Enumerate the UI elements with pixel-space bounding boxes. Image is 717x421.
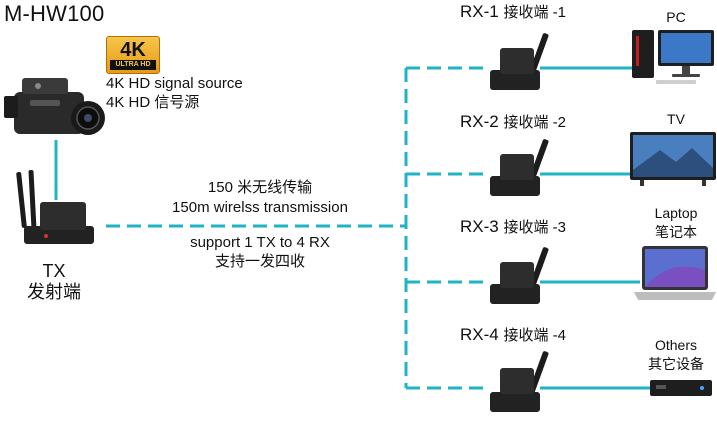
rx-device-icon-4 — [490, 351, 549, 412]
device-2-label: TV — [667, 111, 685, 127]
4k-badge-sub: ULTRA HD — [110, 60, 156, 70]
device-4-label-en: Others — [654, 337, 697, 353]
device-3-label-en: Laptop — [654, 205, 698, 221]
device-3-label-cn: 笔记本 — [655, 224, 697, 240]
rx-4-label: RX-4 接收端 -4 — [460, 325, 566, 345]
rx-3-label: RX-3 接收端 -3 — [460, 217, 566, 237]
rx-2-id: RX-2 — [460, 112, 499, 131]
device-4-label-cn: 其它设备 — [648, 356, 704, 372]
source-label-cn: 4K HD 信号源 — [106, 94, 200, 111]
laptop-icon — [634, 246, 716, 300]
rx-2-cn: 接收端 -2 — [503, 114, 566, 131]
rx-device-icon-1 — [490, 33, 549, 90]
camera-icon — [4, 78, 105, 135]
device-1-label: PC — [666, 9, 686, 25]
distance-label-cn: 150 米无线传输 — [207, 179, 313, 196]
rx-3-id: RX-3 — [460, 217, 499, 236]
support-label-cn: 支持一发四收 — [214, 253, 305, 270]
tv-icon — [630, 132, 716, 186]
support-label-en: support 1 TX to 4 RX — [190, 234, 330, 251]
other-device-icon — [650, 380, 712, 396]
distance-label-en: 150m wirelss transmission — [172, 199, 348, 216]
rx-2-label: RX-2 接收端 -2 — [460, 112, 566, 132]
rx-1-label: RX-1 接收端 -1 — [460, 2, 566, 22]
rx-1-cn: 接收端 -1 — [503, 4, 566, 21]
rx-3-cn: 接收端 -3 — [503, 219, 566, 236]
model-title: M-HW100 — [4, 1, 105, 26]
pc-icon — [632, 30, 714, 84]
rx-1-id: RX-1 — [460, 2, 499, 21]
tx-label-en: TX — [42, 261, 66, 281]
rx-device-icon-2 — [490, 139, 549, 196]
tx-device-icon — [16, 169, 94, 244]
tx-label-cn: 发射端 — [27, 282, 81, 302]
rx-device-icon-3 — [490, 247, 549, 304]
4k-badge-main: 4K — [120, 39, 146, 61]
source-label-en: 4K HD signal source — [106, 75, 243, 92]
rx-4-cn: 接收端 -4 — [503, 327, 566, 344]
rx-4-id: RX-4 — [460, 325, 499, 344]
4k-badge: 4K ULTRA HD — [106, 36, 160, 74]
